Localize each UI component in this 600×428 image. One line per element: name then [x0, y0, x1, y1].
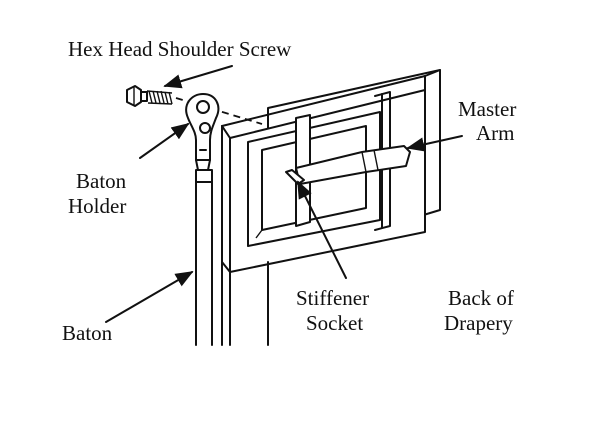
screw-thread — [146, 90, 173, 105]
label-stiffener-2: Socket — [306, 311, 363, 335]
arrow-stiffener-socket — [297, 180, 347, 279]
holder-collar — [195, 169, 213, 183]
label-back-of-drapery-2: Drapery — [444, 311, 513, 335]
holder-pivot-hole — [199, 122, 211, 134]
arrow-baton-holder — [139, 122, 190, 159]
label-stiffener-1: Stiffener — [296, 286, 369, 310]
baton-rod — [195, 181, 213, 346]
arrow-hex-screw — [163, 65, 233, 89]
arrow-master-arm — [406, 135, 463, 152]
hex-screw-icon — [126, 85, 173, 107]
label-baton: Baton — [62, 321, 113, 345]
holder-mount-hole — [196, 100, 210, 114]
label-back-of-drapery-1: Back of — [448, 286, 514, 310]
label-hex-head-screw: Hex Head Shoulder Screw — [68, 37, 292, 61]
label-master-arm-1: Master — [458, 97, 516, 121]
arm-joint-2 — [373, 149, 379, 171]
inner-frame-outer — [247, 111, 381, 247]
label-baton-holder-2: Holder — [68, 194, 126, 218]
baton-holder-icon — [185, 93, 220, 183]
holder-clip — [195, 159, 211, 171]
plate-top-corner — [221, 125, 231, 139]
inner-frame-inner — [261, 125, 367, 231]
labels: Hex Head Shoulder Screw Master Arm Baton… — [62, 37, 516, 345]
label-baton-holder-1: Baton — [76, 169, 127, 193]
arrow-baton — [105, 271, 194, 323]
arm-joint — [361, 151, 367, 173]
plate-left-edge — [221, 125, 231, 273]
label-master-arm-2: Arm — [476, 121, 515, 145]
frame-stub — [255, 229, 263, 239]
leader-arrows — [105, 65, 463, 323]
screw-shoulder — [140, 91, 148, 102]
